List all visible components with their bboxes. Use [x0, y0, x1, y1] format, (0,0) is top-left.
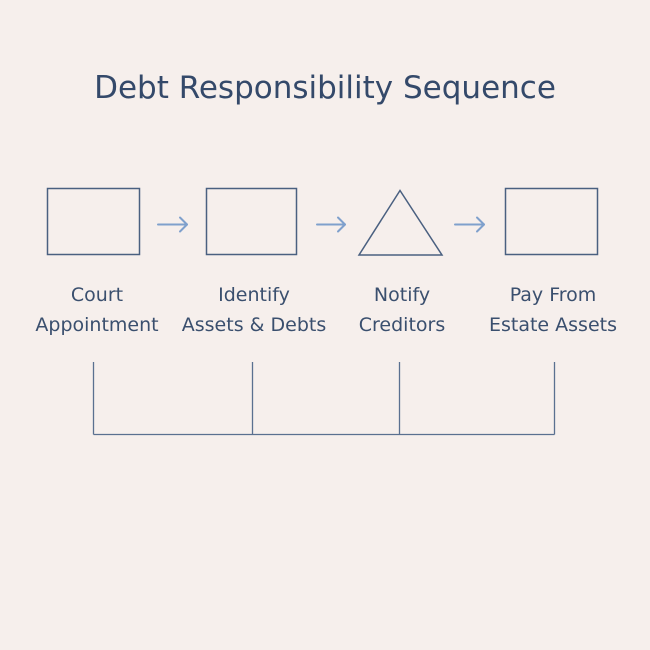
- arrow-right-icon: [454, 216, 485, 233]
- step-3-label-line-1: Notify: [373, 284, 431, 306]
- step-1-label-line-1: Court: [70, 284, 124, 306]
- arrow-right-icon: [157, 216, 188, 233]
- step-1-label-line-2: Appointment: [35, 314, 159, 336]
- step-3-triangle-shape: [357, 189, 444, 256]
- step-2-label-line-2: Assets & Debts: [181, 314, 327, 336]
- step-1-rectangle-shape: [46, 187, 141, 256]
- step-2-label: Identify Assets & Debts: [174, 280, 334, 340]
- step-3-label: Notify Creditors: [337, 280, 467, 340]
- bracket-connector: [92, 362, 556, 436]
- step-4-label: Pay From Estate Assets: [473, 280, 633, 340]
- diagram-title: Debt Responsibility Sequence: [94, 70, 556, 106]
- step-2-label-line-1: Identify: [218, 284, 290, 306]
- arrow-right-icon: [316, 216, 346, 233]
- step-1-label: Court Appointment: [17, 280, 177, 340]
- step-4-rectangle-shape: [504, 187, 599, 256]
- step-2-rectangle-shape: [205, 187, 298, 256]
- step-3-label-line-2: Creditors: [358, 314, 446, 336]
- step-4-label-line-1: Pay From: [509, 284, 597, 306]
- step-4-label-line-2: Estate Assets: [488, 314, 617, 336]
